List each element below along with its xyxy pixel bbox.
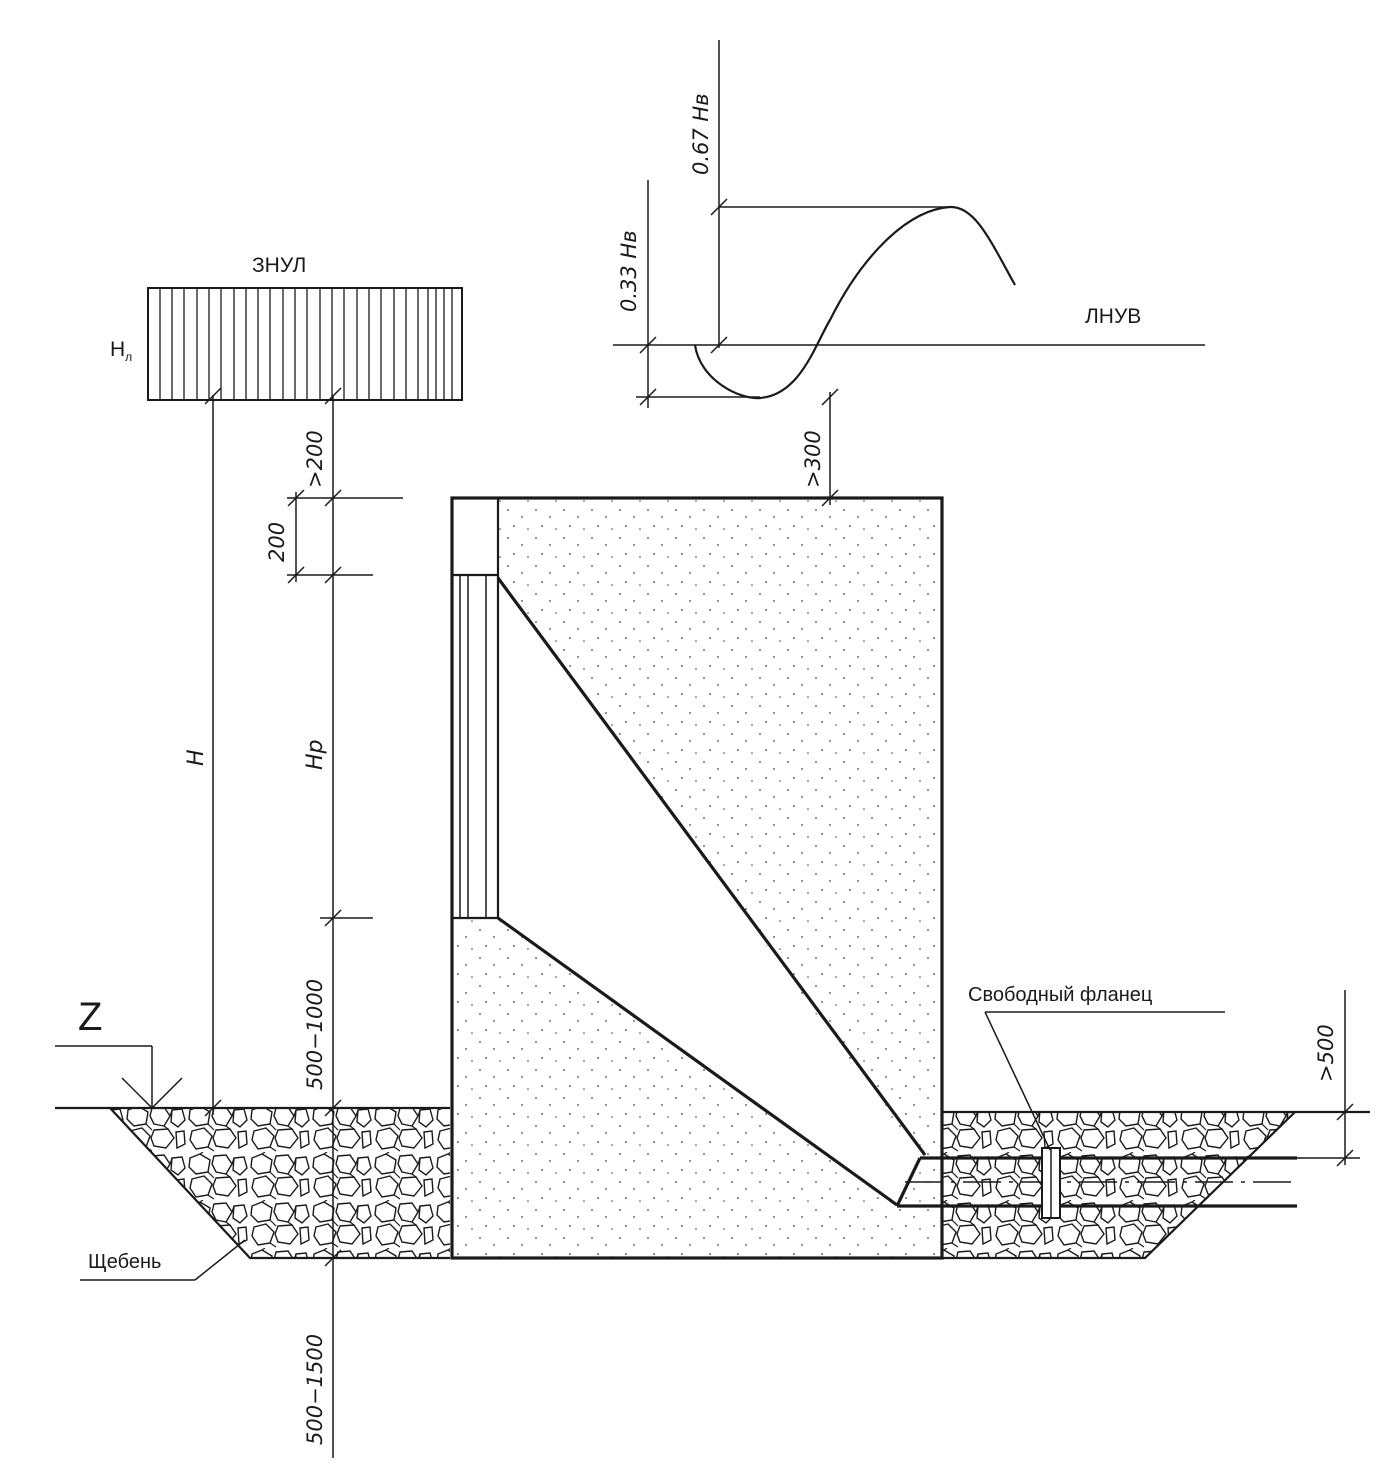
ice-block (147, 287, 463, 401)
gravel-label: Щебень (88, 1251, 161, 1273)
elevation-marker (55, 1045, 183, 1109)
z-label: Z (78, 995, 102, 1039)
lnuv-label: ЛНУВ (1085, 305, 1141, 328)
znul-label: ЗНУЛ (252, 254, 306, 277)
gt200-dim: >200 (303, 430, 327, 488)
gravel-leader (80, 1239, 246, 1281)
outlet-pipe (895, 1147, 1297, 1219)
flange-leader (984, 1011, 1225, 1151)
wave-profile (613, 40, 1205, 408)
gravel-fill-right (942, 1110, 1370, 1260)
d200-dim: 200 (265, 522, 289, 562)
h-r-dim: Hp (303, 739, 328, 770)
gt300-dim: >300 (801, 430, 825, 488)
h-total-dim: H (184, 749, 209, 766)
ice-thickness-label: Нл (110, 338, 132, 364)
wave-down-dim: 0.33 Hв (617, 230, 641, 312)
height-dims (204, 387, 403, 1458)
wave-up-dim: 0.67 Hв (689, 93, 713, 175)
gravel-fill-left (55, 1106, 450, 1260)
pipe-depth-dim (1297, 990, 1360, 1167)
flange-label: Свободный фланец (968, 984, 1152, 1006)
concrete-body (450, 496, 944, 1260)
d500-1500-dim: 500−1500 (303, 1334, 327, 1445)
d500-1000-dim: 500−1000 (303, 979, 327, 1090)
gt500-dim: >500 (1314, 1024, 1338, 1082)
